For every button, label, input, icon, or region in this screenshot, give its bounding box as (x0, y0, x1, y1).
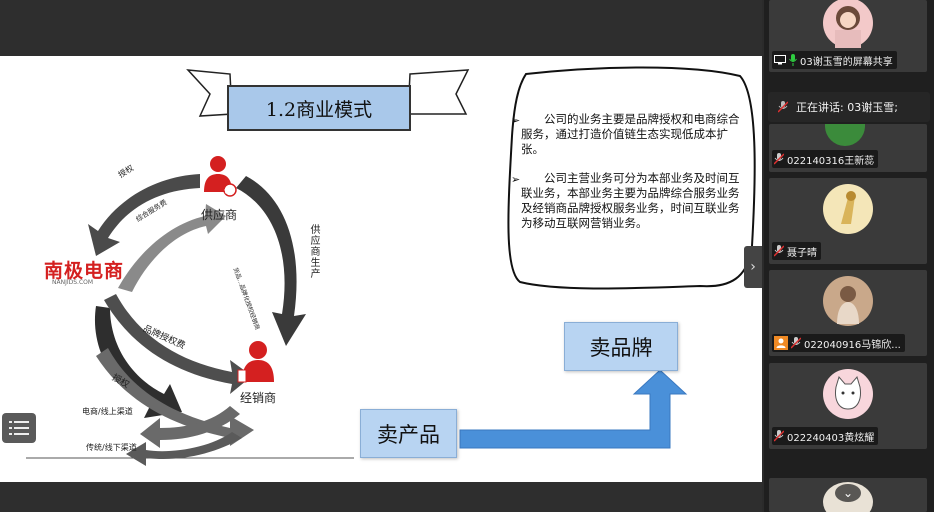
paragraph-two: 公司主营业务可分为本部业务及时间互联业务，本部业务主要为品牌综合服务业务及经销商… (521, 171, 740, 230)
participant-tile[interactable]: 022140316王新蕊 (769, 124, 927, 172)
participant-tile[interactable]: 聂子晴 (769, 178, 927, 264)
distributor-label: 经销商 (240, 391, 277, 405)
paragraph-one: 公司的业务主要是品牌授权和电商综合服务，通过打造价值链生态实现低成本扩张。 (521, 112, 740, 156)
cycle-arrows (88, 174, 306, 466)
speaking-text: 正在讲话: 03谢玉雪; (796, 101, 898, 114)
supplier-label: 供应商 (201, 208, 238, 222)
microphone-muted-icon (774, 430, 784, 442)
sell-brand-text: 卖品牌 (589, 335, 653, 360)
user-badge-icon (774, 336, 788, 350)
supplier-person-icon (204, 156, 237, 197)
slide-title-text: 1.2商业模式 (265, 98, 373, 121)
participant-name: 03谢玉雪的屏幕共享 (800, 56, 893, 68)
offline-channel-label: 传统/线下渠道 (86, 443, 137, 452)
sell-product-text: 卖产品 (377, 422, 440, 447)
participant-tile[interactable]: 022240403黄炫耀 (769, 363, 927, 449)
microphone-muted-icon (778, 101, 788, 113)
participant-name-bar: 022040916马锦欣... (772, 334, 905, 352)
screen-share-icon (774, 55, 786, 65)
bullet-arrow-icon: ➢ (511, 114, 521, 127)
distributor-person-icon (237, 341, 274, 383)
participant-tile[interactable]: 022040916马锦欣... (769, 270, 927, 356)
brand-logo: 南极电商 (44, 260, 125, 282)
microphone-muted-icon (774, 245, 784, 257)
participant-name-bar: 022140316王新蕊 (772, 150, 879, 168)
participant-tile[interactable]: ⌄ (769, 478, 927, 512)
description-panel: ➢ 公司的业务主要是品牌授权和电商综合服务，通过打造价值链生态实现低成本扩张。 … (509, 70, 753, 280)
participant-name-bar: 022240403黄炫耀 (772, 427, 879, 445)
bullet-arrow-icon: ➢ (511, 173, 521, 186)
microphone-muted-icon (791, 337, 801, 349)
speaking-indicator: 正在讲话: 03谢玉雪; (768, 92, 930, 122)
chevron-right-icon: › (750, 259, 756, 275)
sell-brand-box: 卖品牌 (564, 322, 678, 371)
shared-slide: 1.2商业模式 ➢ 公司的业务主要是品牌授权和电商综合服务，通过打造价值链生态实… (0, 56, 762, 482)
avatar (823, 276, 873, 326)
supplier-production-label: 供应商生产 (308, 224, 319, 279)
participant-tile[interactable]: 03谢玉雪的屏幕共享 (769, 0, 927, 72)
microphone-active-icon (789, 54, 797, 66)
scroll-down-button[interactable]: ⌄ (835, 484, 861, 502)
participant-name: 022040916马锦欣... (804, 339, 901, 351)
avatar (825, 124, 865, 146)
collapse-sidebar-button[interactable]: › (744, 246, 762, 288)
avatar (823, 184, 873, 234)
supplier-badge: 供 (224, 188, 231, 195)
participant-name-bar: 03谢玉雪的屏幕共享 (772, 51, 897, 69)
sell-product-box: 卖产品 (360, 409, 457, 458)
participant-name-bar: 聂子晴 (772, 242, 821, 260)
slide-list-button[interactable] (2, 413, 36, 443)
brand-logo-subtitle: NANJIDS.COM (52, 279, 94, 286)
participant-name: 022140316王新蕊 (787, 155, 875, 167)
list-icon (9, 421, 29, 435)
online-channel-label: 电商/线上渠道 (82, 407, 133, 416)
avatar (823, 369, 873, 419)
avatar (823, 0, 873, 48)
participant-name: 022240403黄炫耀 (787, 432, 875, 444)
chevron-down-icon: ⌄ (842, 486, 854, 500)
participant-name: 聂子晴 (787, 247, 817, 259)
slide-title: 1.2商业模式 (227, 85, 411, 131)
title-ribbon-decoration (26, 66, 756, 466)
microphone-muted-icon (774, 153, 784, 165)
